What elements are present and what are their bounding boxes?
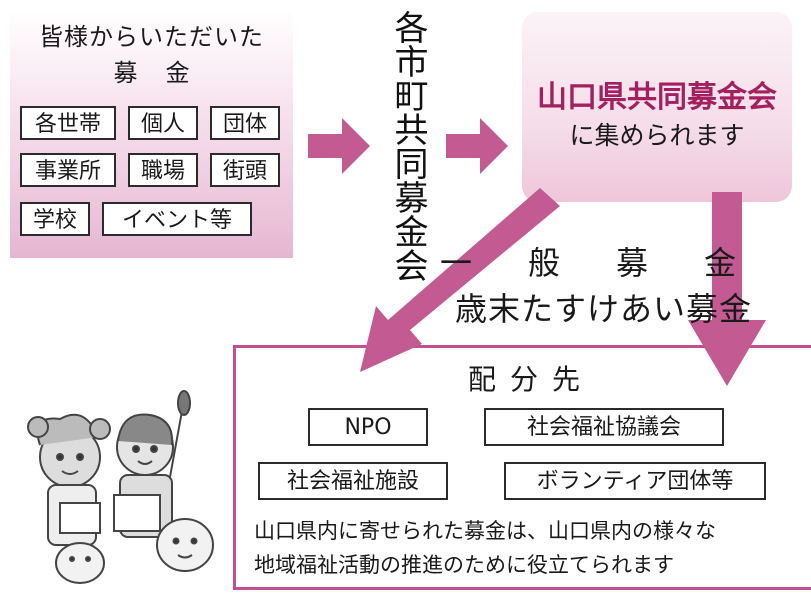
prefecture-fund-box: 山口県共同募金会 に集められます <box>522 12 792 202</box>
distribution-title: 配分先 <box>468 363 595 396</box>
arrow-to-municipal-icon <box>308 118 370 174</box>
recipient-volunteer-groups: ボランティア団体等 <box>504 462 766 500</box>
down-arrow-icon <box>688 192 766 386</box>
donation-sources-panel: 皆様からいただいた 募金 各世帯 個人 団体 事業所 職場 街頭 学校 イベント… <box>10 10 293 258</box>
mascot-characters-icon <box>55 518 214 584</box>
prefecture-fund-subtitle: に集められます <box>569 121 745 150</box>
donation-panel-subtitle: 募金 <box>113 59 218 87</box>
recipient-welfare-facilities: 社会福祉施設 <box>258 462 448 500</box>
campaign-general: 一般募金 <box>440 244 793 282</box>
source-individuals: 個人 <box>128 106 198 140</box>
recipient-social-welfare-council: 社会福祉協議会 <box>484 408 724 446</box>
distribution-description-line-2: 地域福祉活動の推進のために役立てられます <box>254 553 674 577</box>
girl-character-icon <box>27 413 111 546</box>
mascot-illustration <box>27 390 214 584</box>
distribution-arrows <box>360 188 766 386</box>
distribution-box: 配分先 NPO 社会福祉協議会 社会福祉施設 ボランティア団体等 山口県内に寄せ… <box>233 345 811 590</box>
diagonal-arrow-icon <box>360 188 560 372</box>
municipal-fund-label: 各市町共同募金会 <box>388 10 428 282</box>
boy-character-icon <box>113 390 191 538</box>
distribution-description: 山口県内に寄せられた募金は、山口県内の様々な 地域福祉活動の推進のために役立てら… <box>254 514 811 582</box>
prefecture-fund-name: 山口県共同募金会 <box>537 80 777 115</box>
distribution-description-line-1: 山口県内に寄せられた募金は、山口県内の様々な <box>254 519 716 543</box>
arrow-to-prefecture-icon <box>446 118 508 174</box>
source-businesses: 事業所 <box>20 153 116 187</box>
source-workplaces: 職場 <box>128 153 198 187</box>
source-schools: 学校 <box>20 202 90 236</box>
campaign-year-end: 歳末たすけあい募金 <box>455 290 753 328</box>
source-groups: 団体 <box>210 106 280 140</box>
recipient-npo: NPO <box>308 408 428 446</box>
source-events: イベント等 <box>102 202 252 236</box>
source-households: 各世帯 <box>20 106 116 140</box>
donation-panel-title: 皆様からいただいた <box>39 23 264 51</box>
source-street: 街頭 <box>210 153 280 187</box>
